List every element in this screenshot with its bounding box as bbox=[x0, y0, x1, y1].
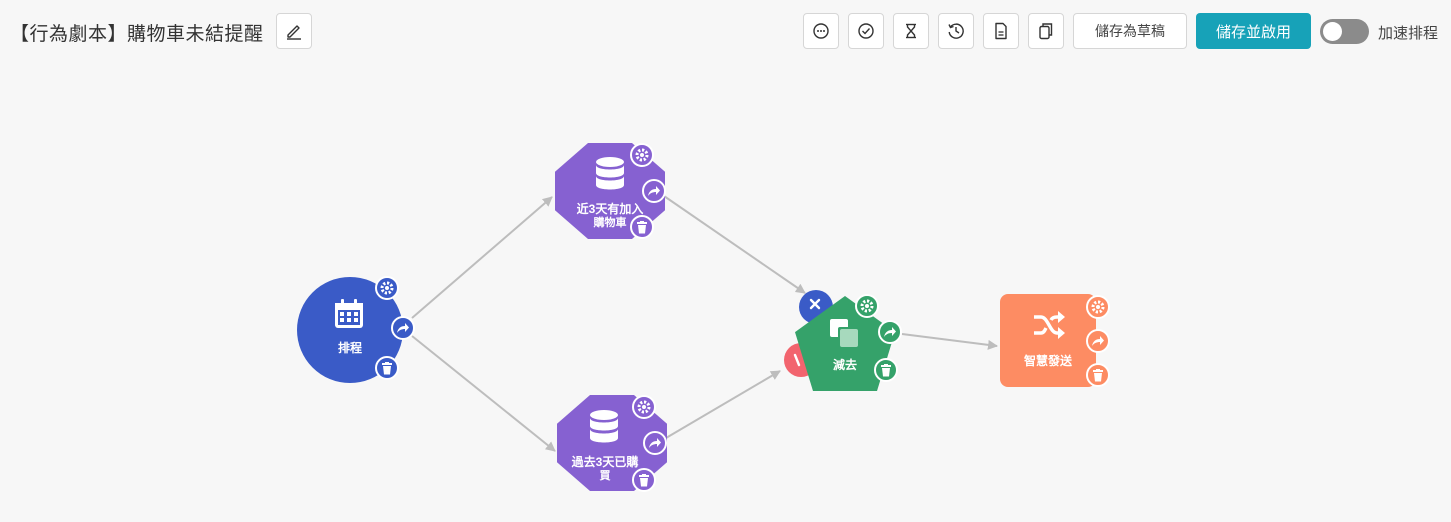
subtract-delete-button[interactable] bbox=[874, 358, 898, 382]
share-arrow-icon bbox=[648, 186, 660, 196]
gear-icon bbox=[635, 148, 649, 162]
gear-icon bbox=[1091, 300, 1105, 314]
edge-schedule-to-cart[interactable] bbox=[411, 196, 553, 319]
copy-button[interactable] bbox=[1028, 13, 1064, 49]
share-arrow-icon bbox=[397, 323, 409, 333]
connection-layer bbox=[411, 195, 998, 452]
save-and-enable-button[interactable]: 儲存並啟用 bbox=[1196, 13, 1311, 49]
save-draft-button[interactable]: 儲存為草稿 bbox=[1073, 13, 1187, 49]
subtract-settings-button[interactable] bbox=[855, 294, 879, 318]
top-bar: 【行為劇本】購物車未結提醒 bbox=[0, 0, 1451, 64]
purchased-label-line2: 買 bbox=[599, 470, 611, 482]
schedule-delete-button[interactable] bbox=[375, 356, 399, 380]
comment-icon bbox=[813, 23, 829, 39]
edge-subtract-to-smartsend[interactable] bbox=[901, 333, 998, 350]
purchased-connect-button[interactable] bbox=[643, 431, 667, 455]
close-icon bbox=[809, 298, 821, 310]
schedule-node-label: 排程 bbox=[337, 341, 362, 355]
edge-schedule-to-purchased[interactable] bbox=[411, 335, 556, 452]
timer-button[interactable] bbox=[893, 13, 929, 49]
trash-icon bbox=[637, 220, 647, 233]
smart-send-settings-button[interactable] bbox=[1086, 295, 1110, 319]
document-icon bbox=[995, 22, 1007, 40]
smart-send-node-label: 智慧發送 bbox=[1023, 354, 1072, 368]
subtract-shapes-icon bbox=[830, 319, 858, 347]
trash-icon bbox=[1093, 368, 1103, 381]
cart-added-connect-button[interactable] bbox=[642, 179, 666, 203]
calendar-icon bbox=[335, 299, 363, 328]
hourglass-icon bbox=[906, 23, 916, 39]
purchased-settings-button[interactable] bbox=[632, 395, 656, 419]
smart-send-connect-button[interactable] bbox=[1086, 329, 1110, 353]
share-arrow-icon bbox=[649, 438, 661, 448]
cart-added-settings-button[interactable] bbox=[630, 143, 654, 167]
trash-icon bbox=[639, 473, 649, 486]
gear-icon bbox=[380, 281, 394, 295]
document-button[interactable] bbox=[983, 13, 1019, 49]
purchased-delete-button[interactable] bbox=[632, 468, 656, 492]
purchased-label-line1: 過去3天已購 bbox=[571, 455, 639, 469]
shuffle-icon bbox=[1034, 311, 1065, 339]
minus-icon bbox=[793, 353, 801, 367]
share-arrow-icon bbox=[884, 327, 896, 337]
accelerate-label: 加速排程 bbox=[1378, 25, 1439, 42]
subtract-connect-button[interactable] bbox=[878, 320, 902, 344]
smart-send-node[interactable]: 智慧發送 bbox=[1000, 294, 1096, 387]
toggle-knob bbox=[1323, 22, 1342, 41]
edit-title-button[interactable] bbox=[276, 13, 312, 49]
copy-icon bbox=[1039, 23, 1053, 40]
cart-added-delete-button[interactable] bbox=[630, 215, 654, 239]
share-arrow-icon bbox=[1092, 336, 1104, 346]
accelerate-toggle[interactable] bbox=[1320, 19, 1369, 44]
pencil-icon bbox=[287, 25, 301, 40]
gear-icon bbox=[637, 400, 651, 414]
comment-button[interactable] bbox=[803, 13, 839, 49]
gear-icon bbox=[860, 299, 874, 313]
history-icon bbox=[948, 23, 964, 39]
database-icon bbox=[590, 410, 618, 443]
history-button[interactable] bbox=[938, 13, 974, 49]
flow-canvas[interactable]: 排程 近3天有加入 購物車 過去3天已購 買 bbox=[0, 64, 1451, 522]
subtract-node-label: 減去 bbox=[832, 358, 857, 372]
page-title: 【行為劇本】購物車未結提醒 bbox=[10, 24, 264, 45]
edge-cart-to-subtract[interactable] bbox=[663, 195, 806, 294]
cart-added-label-line2: 購物車 bbox=[593, 217, 627, 229]
schedule-settings-button[interactable] bbox=[375, 276, 399, 300]
schedule-connect-button[interactable] bbox=[391, 316, 415, 340]
trash-icon bbox=[881, 363, 891, 376]
trash-icon bbox=[382, 361, 392, 374]
validate-button[interactable] bbox=[848, 13, 884, 49]
cart-added-label-line1: 近3天有加入 bbox=[576, 202, 644, 216]
edge-purchased-to-subtract[interactable] bbox=[665, 370, 781, 439]
smart-send-delete-button[interactable] bbox=[1086, 363, 1110, 387]
database-icon bbox=[596, 157, 624, 190]
check-circle-icon bbox=[858, 23, 874, 39]
